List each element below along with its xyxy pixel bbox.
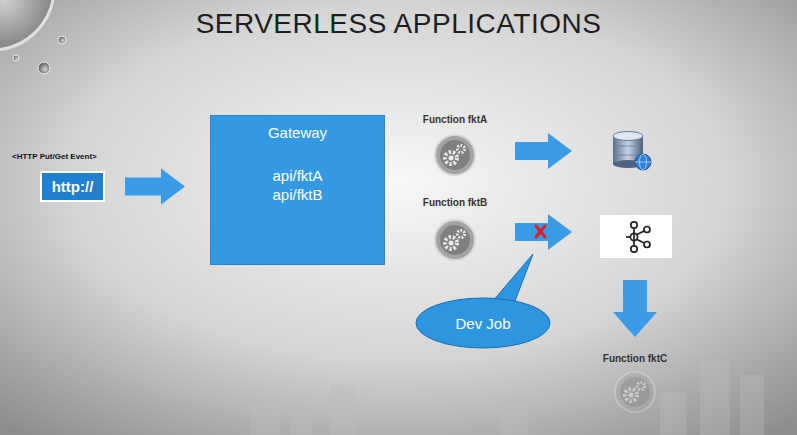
http-label: http:// <box>52 178 94 195</box>
block-arrow <box>515 214 572 250</box>
function-node: Function fktB <box>423 197 487 208</box>
api-route: api/fktB <box>217 186 378 203</box>
block-arrow <box>613 280 657 337</box>
skyline <box>250 360 764 435</box>
database-icon <box>613 132 651 171</box>
blocked-mark <box>536 226 545 237</box>
kafka-icon <box>600 215 672 258</box>
decor-orbs <box>0 0 66 74</box>
event-label: <HTTP Put/Get Event> <box>12 152 105 161</box>
event-source: <HTTP Put/Get Event> http:// <box>12 152 105 202</box>
callout-bubble: Dev Job <box>415 297 551 349</box>
http-box: http:// <box>40 171 105 202</box>
function-label: Function fktA <box>423 114 487 125</box>
title: SERVERLESS APPLICATIONS <box>0 8 797 40</box>
function-node: Function fktA <box>423 114 487 125</box>
block-arrow <box>515 133 572 169</box>
api-route: api/fktA <box>217 167 378 184</box>
block-arrow <box>125 169 185 205</box>
box-heading: Gateway <box>217 124 378 141</box>
function-label: Function fktC <box>603 353 667 364</box>
gear-icon <box>435 220 475 260</box>
gear-icon <box>435 135 475 175</box>
callout-ellipse <box>416 298 550 348</box>
function-label: Function fktB <box>423 197 487 208</box>
gear-icon <box>615 372 655 412</box>
function-node: Function fktC <box>603 353 667 364</box>
gateway-box: Gateway api/fktA api/fktB <box>210 115 385 265</box>
callout-text: Dev Job <box>455 315 510 332</box>
callout-tail <box>492 254 533 302</box>
